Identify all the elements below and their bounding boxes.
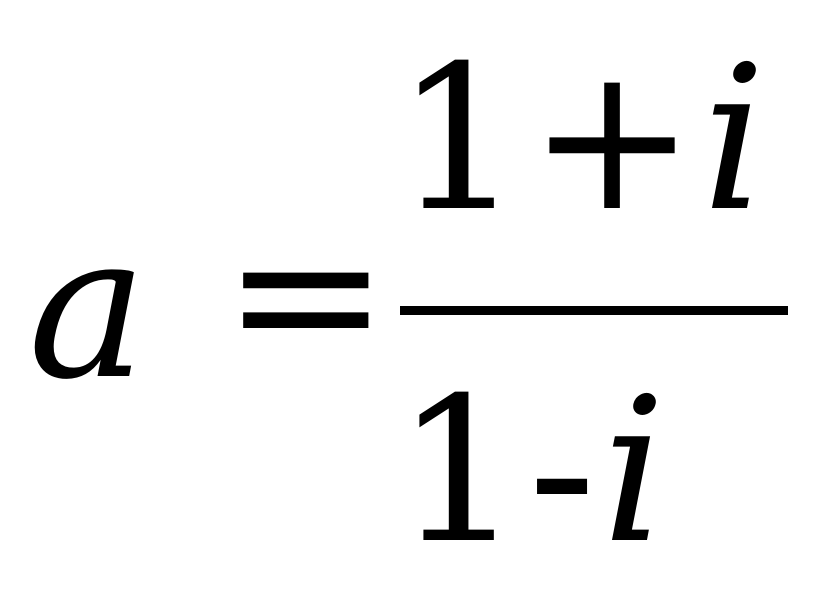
denominator-term-1: 1	[395, 355, 523, 588]
fraction-numerator: 1+i	[395, 40, 766, 240]
numerator-term-2: i	[701, 23, 766, 256]
variable-a: a	[28, 191, 148, 424]
fraction-bar	[400, 306, 788, 315]
equals-sign: =	[222, 178, 390, 411]
denominator-operator: -	[528, 355, 596, 588]
numerator-operator: +	[528, 23, 696, 256]
fraction-denominator: 1-i	[395, 372, 666, 572]
denominator-term-2: i	[601, 355, 666, 588]
numerator-term-1: 1	[395, 23, 523, 256]
